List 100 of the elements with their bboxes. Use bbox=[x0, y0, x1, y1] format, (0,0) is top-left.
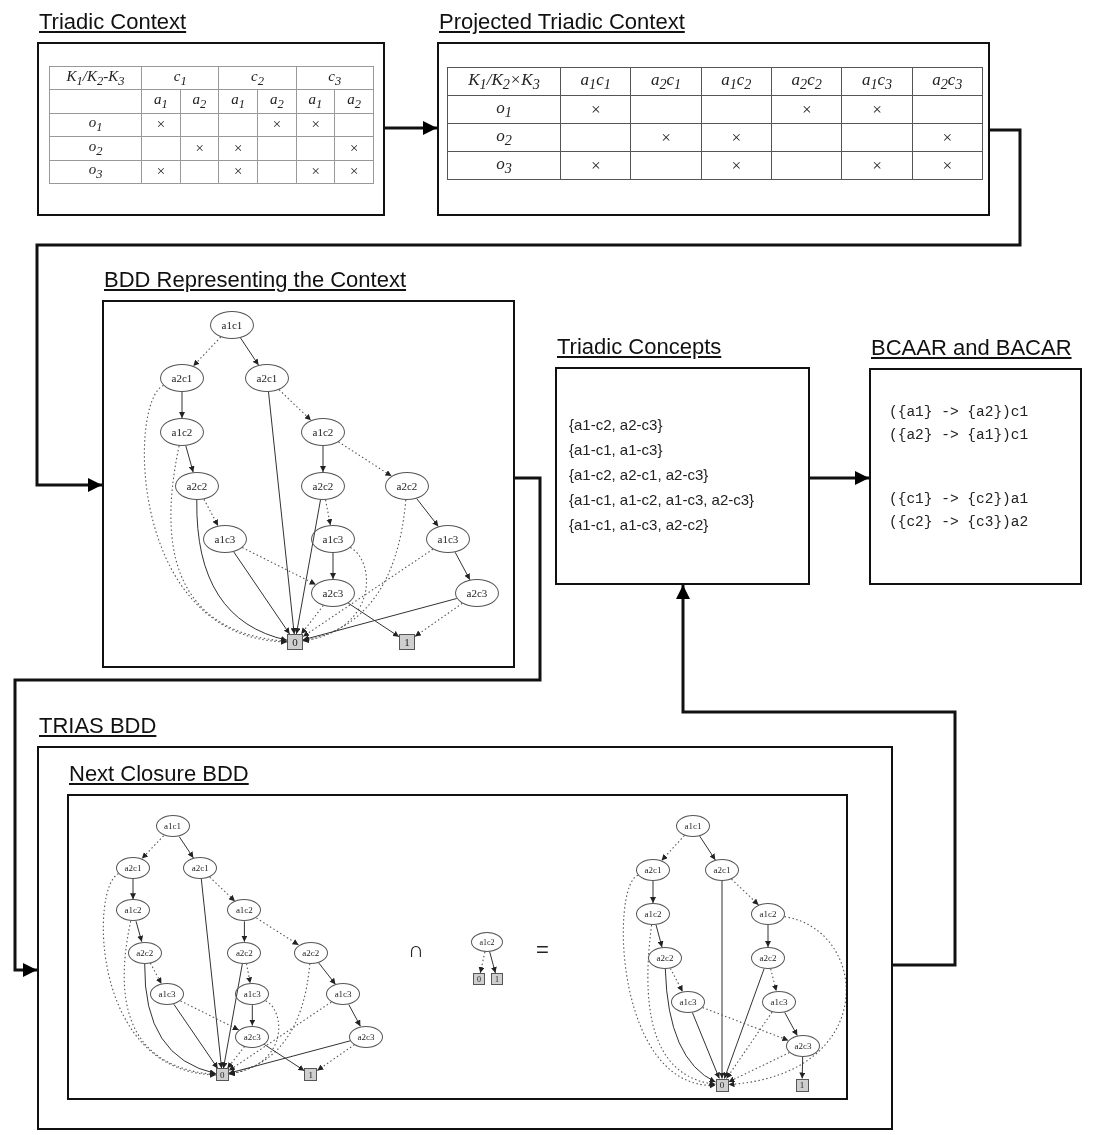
arrow bbox=[661, 834, 685, 862]
arrow bbox=[784, 1011, 798, 1037]
arrow bbox=[347, 602, 400, 638]
table-cell: o$_{3}$ bbox=[49, 160, 142, 184]
arrow bbox=[135, 920, 144, 943]
arrow bbox=[203, 498, 219, 527]
arrow bbox=[179, 391, 185, 419]
arrow bbox=[691, 1012, 720, 1079]
table-cell: o$_{1}$ bbox=[447, 95, 561, 124]
arrow bbox=[143, 384, 288, 645]
arrow bbox=[727, 1052, 790, 1083]
arrow bbox=[770, 968, 778, 992]
table-cell: a$_{2}$c$_{1}$ bbox=[630, 67, 702, 96]
table-cell: c$_{2}$ bbox=[218, 66, 297, 90]
terminal-node: 1 bbox=[491, 973, 503, 985]
arrow bbox=[454, 551, 471, 581]
arrow bbox=[799, 1056, 806, 1079]
table-cell: × bbox=[912, 151, 983, 180]
table-cell: × bbox=[141, 113, 181, 137]
table-cell: × bbox=[912, 123, 983, 152]
section-heading: Triadic Context bbox=[39, 8, 187, 36]
arrow bbox=[316, 1044, 356, 1072]
arrow bbox=[810, 471, 869, 485]
arrow bbox=[302, 548, 434, 638]
table-cell: a$_{2}$c$_{3}$ bbox=[912, 67, 983, 96]
arrow bbox=[263, 1043, 305, 1072]
table-cell: × bbox=[257, 113, 297, 137]
arrow bbox=[676, 585, 957, 967]
arrow bbox=[664, 968, 716, 1083]
section-heading: Projected Triadic Context bbox=[439, 8, 685, 36]
rule-text: ({a1} -> {a2})c1 bbox=[889, 403, 1029, 422]
data-table bbox=[447, 67, 983, 180]
arrow bbox=[221, 963, 243, 1069]
arrow bbox=[320, 445, 326, 473]
arrow bbox=[179, 1000, 240, 1031]
table-cell: o$_{3}$ bbox=[447, 151, 561, 180]
arrow bbox=[278, 389, 312, 421]
table-cell: o$_{2}$ bbox=[49, 136, 142, 161]
table-cell: × bbox=[841, 95, 913, 124]
table-cell: × bbox=[334, 160, 374, 184]
arrow bbox=[317, 962, 336, 985]
terminal-node: 1 bbox=[795, 1078, 809, 1092]
arrow bbox=[727, 916, 847, 1087]
section-heading: BDD Representing the Context bbox=[104, 266, 407, 294]
terminal-node: 0 bbox=[473, 973, 485, 985]
rule-text: ({a2} -> {a1})c1 bbox=[889, 426, 1029, 445]
arrow bbox=[141, 835, 165, 860]
section-heading: Next Closure BDD bbox=[69, 760, 249, 788]
table-cell: × bbox=[218, 160, 258, 184]
arrow bbox=[35, 128, 1022, 492]
arrow bbox=[765, 924, 771, 948]
table-cell: a$_{2}$ bbox=[257, 89, 297, 114]
table-cell: a$_{1}$c$_{1}$ bbox=[560, 67, 631, 96]
table-cell: o$_{2}$ bbox=[447, 123, 561, 152]
arrow bbox=[655, 924, 664, 948]
concept-text: {a1-c2, a2-c1, a2-c3} bbox=[569, 465, 709, 485]
arrow bbox=[416, 498, 439, 527]
arrow bbox=[622, 874, 717, 1088]
section-heading: Triadic Concepts bbox=[557, 333, 722, 361]
arrow bbox=[249, 1004, 256, 1027]
arrow bbox=[478, 951, 486, 974]
arrow bbox=[385, 121, 437, 135]
arrow bbox=[170, 445, 288, 644]
table-cell: × bbox=[180, 136, 219, 161]
arrow bbox=[233, 551, 291, 635]
terminal-node: 0 bbox=[287, 634, 303, 650]
table-cell: × bbox=[701, 151, 772, 180]
data-table bbox=[49, 66, 374, 184]
arrow bbox=[192, 336, 222, 367]
operator-symbol: = bbox=[536, 936, 549, 964]
arrow bbox=[130, 878, 136, 900]
table-cell: a$_{1}$c$_{2}$ bbox=[701, 67, 772, 96]
arrow bbox=[337, 441, 393, 477]
table-cell: × bbox=[771, 95, 842, 124]
section-heading: TRIAS BDD bbox=[39, 712, 157, 740]
table-cell: × bbox=[701, 123, 772, 152]
terminal-node: 1 bbox=[304, 1068, 318, 1082]
table-cell: × bbox=[296, 113, 335, 137]
terminal-node: 1 bbox=[399, 634, 415, 650]
table-cell: × bbox=[218, 136, 258, 161]
concept-text: {a1-c1, a1-c3, a2-c2} bbox=[569, 515, 709, 535]
arrow bbox=[702, 1007, 789, 1042]
arrow bbox=[173, 1003, 219, 1069]
operator-symbol: ∩ bbox=[408, 936, 424, 964]
concept-text: {a1-c1, a1-c2, a1-c3, a2-c3} bbox=[569, 490, 755, 510]
section-heading: BCAAR and BACAR bbox=[871, 334, 1072, 362]
table-cell: K$_{1}$/K$_{2}$-K$_{3}$ bbox=[49, 66, 142, 90]
arrow bbox=[185, 445, 195, 473]
arrow bbox=[302, 547, 367, 643]
table-cell: a$_{1}$ bbox=[141, 89, 181, 114]
rule-text: ({c1} -> {c2})a1 bbox=[889, 490, 1029, 509]
arrow bbox=[294, 499, 321, 635]
arrow bbox=[669, 967, 684, 993]
arrow bbox=[302, 598, 458, 642]
arrow bbox=[209, 876, 236, 902]
arrow bbox=[730, 878, 760, 906]
arrow bbox=[489, 951, 497, 974]
arrow bbox=[200, 878, 224, 1069]
table-cell: a$_{1}$ bbox=[218, 89, 258, 114]
table-cell: × bbox=[630, 123, 702, 152]
